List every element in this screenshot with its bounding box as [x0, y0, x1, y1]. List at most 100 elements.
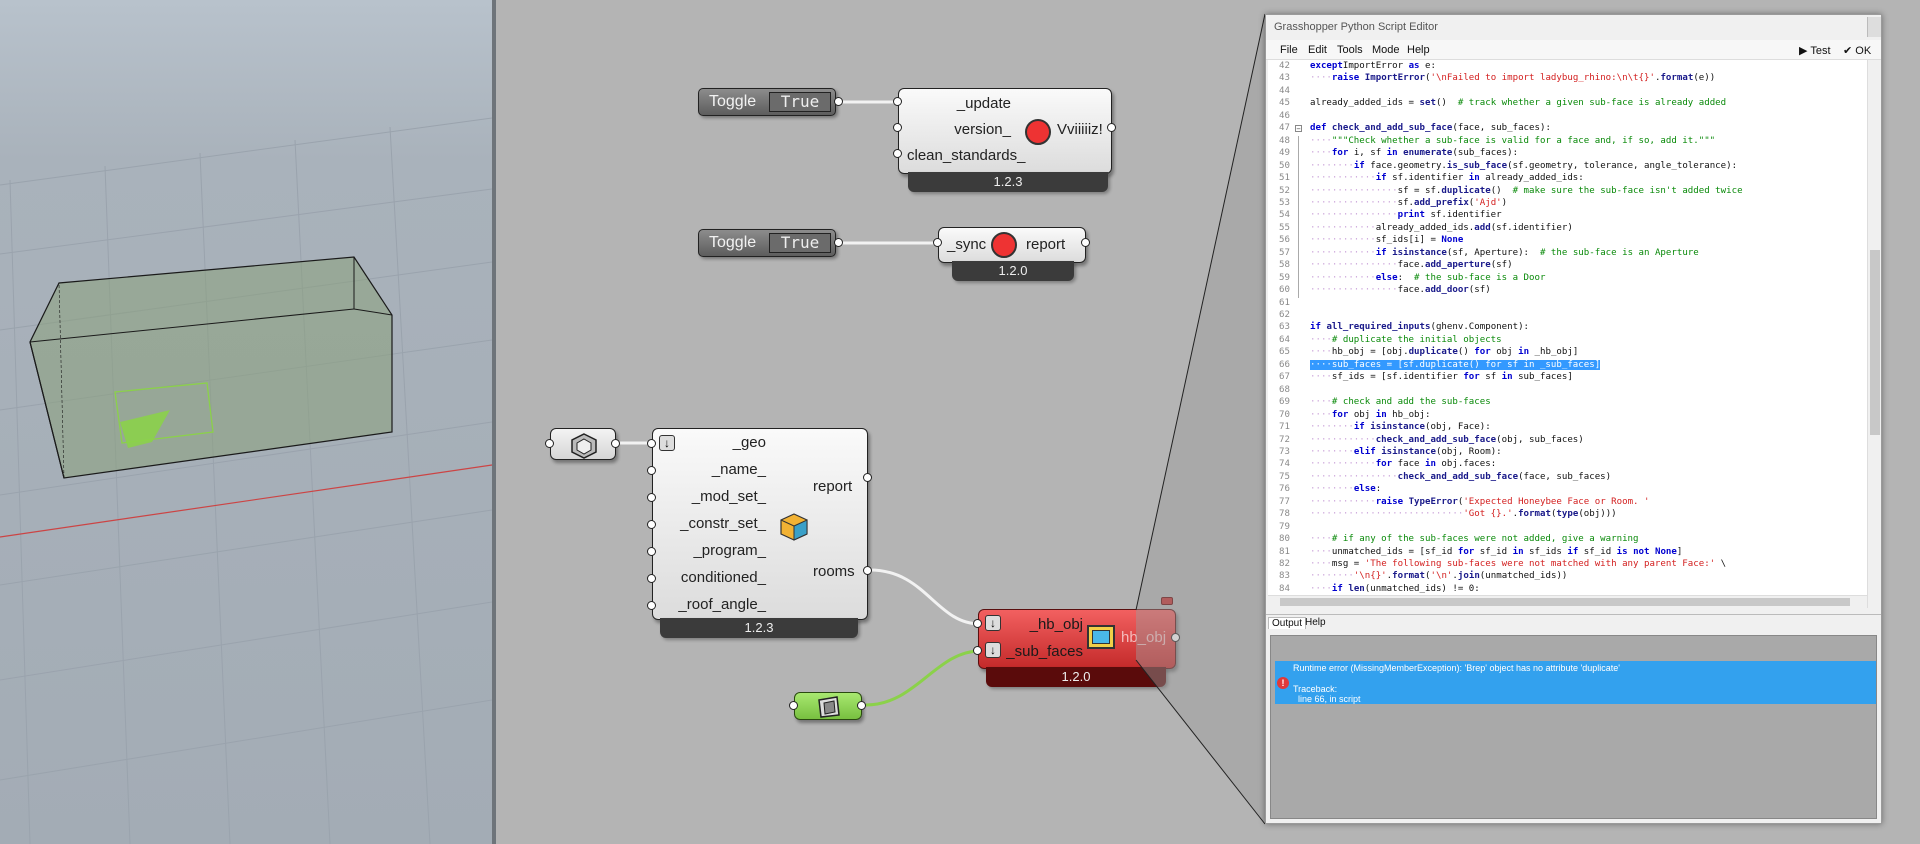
grip-roof-angle[interactable] — [647, 601, 656, 610]
code-line[interactable]: ················sf = sf.duplicate() # ma… — [1310, 186, 1743, 196]
code-line[interactable]: ····msg = 'The following sub-faces were … — [1310, 559, 1726, 569]
add-subface-component[interactable]: ↓ ↓ _hb_obj _sub_faces hb_obj — [978, 597, 1176, 669]
grip-mod-set[interactable] — [647, 493, 656, 502]
toggle-value[interactable]: True — [769, 92, 831, 112]
room-from-solid-component[interactable]: ↓ _geo _name_ _mod_set_ _constr_set_ _pr… — [652, 428, 868, 620]
grip-output[interactable] — [1107, 123, 1116, 132]
code-line[interactable]: ····hb_obj = [obj.duplicate() for obj in… — [1310, 347, 1578, 357]
code-line[interactable]: def check_and_add_sub_face(face, sub_fac… — [1310, 123, 1551, 133]
code-line[interactable]: ····"""Check whether a sub-face is valid… — [1310, 136, 1715, 146]
tab-output[interactable]: Output — [1268, 617, 1307, 629]
python-script-editor[interactable]: Grasshopper Python Script Editor File Ed… — [1265, 14, 1882, 824]
boolean-toggle-sync[interactable]: Toggle True — [698, 229, 836, 257]
code-line[interactable]: ················face.add_door(sf) — [1310, 285, 1491, 295]
grip-hb-obj[interactable] — [973, 619, 982, 628]
toggle-output-grip[interactable] — [834, 238, 843, 247]
code-line[interactable]: ····sf_ids = [sf.identifier for sf in su… — [1310, 372, 1573, 382]
menu-edit[interactable]: Edit — [1308, 44, 1327, 56]
grip-clean-standards[interactable] — [893, 149, 902, 158]
code-line[interactable]: ············if sf.identifier in already_… — [1310, 173, 1584, 183]
grip-program[interactable] — [647, 547, 656, 556]
code-line[interactable]: ········if face.geometry.is_sub_face(sf.… — [1310, 161, 1737, 171]
grip-rooms[interactable] — [863, 566, 872, 575]
menu-mode[interactable]: Mode — [1372, 44, 1400, 56]
grip-geo[interactable] — [647, 439, 656, 448]
grip-constr-set[interactable] — [647, 520, 656, 529]
brep-param[interactable] — [550, 428, 616, 460]
grip-sync[interactable] — [933, 238, 942, 247]
code-line[interactable]: if all_required_inputs(ghenv.Component): — [1310, 322, 1529, 332]
code-line[interactable]: ················sf.add_prefix('Ajd') — [1310, 198, 1507, 208]
grip-update[interactable] — [893, 97, 902, 106]
sub-face-aperture[interactable] — [120, 410, 170, 448]
brep-input-grip[interactable] — [545, 439, 554, 448]
sub-face-outline[interactable] — [114, 382, 214, 444]
code-line[interactable]: ············raise TypeError('Expected Ho… — [1310, 497, 1649, 507]
code-line[interactable]: ····# duplicate the initial objects — [1310, 335, 1502, 345]
tab-help[interactable]: Help — [1305, 617, 1326, 628]
grip-conditioned[interactable] — [647, 574, 656, 583]
room-cube-icon — [780, 513, 808, 541]
code-line[interactable]: ················print sf.identifier — [1310, 210, 1502, 220]
code-line[interactable]: ············sf_ids[i] = None — [1310, 235, 1463, 245]
fold-marker-icon[interactable]: − — [1295, 125, 1302, 134]
grip-sub-faces[interactable] — [973, 646, 982, 655]
code-line[interactable]: ····for i, sf in enumerate(sub_faces): — [1310, 148, 1518, 158]
test-button[interactable]: ▶ Test — [1799, 44, 1831, 57]
code-line[interactable]: ············check_and_add_sub_face(obj, … — [1310, 435, 1584, 445]
code-line[interactable]: ············else: # the sub-face is a Do… — [1310, 273, 1545, 283]
rhino-viewport[interactable] — [0, 0, 492, 844]
boolean-toggle-update[interactable]: Toggle True — [698, 88, 836, 116]
code-line[interactable]: ············for face in obj.faces: — [1310, 459, 1496, 469]
code-token: sf. — [1397, 197, 1415, 208]
brep-output-grip[interactable] — [611, 439, 620, 448]
menu-help[interactable]: Help — [1407, 44, 1430, 56]
code-line[interactable]: ····sub_faces = [sf.duplicate() for sf i… — [1310, 359, 1601, 370]
error-flag-icon[interactable] — [1161, 597, 1173, 605]
menu-file[interactable]: File — [1280, 44, 1298, 56]
subface-input-grip[interactable] — [789, 701, 798, 710]
code-line[interactable]: ····for obj in hb_obj: — [1310, 410, 1430, 420]
code-token: in — [1425, 459, 1436, 470]
toggle-output-grip[interactable] — [834, 97, 843, 106]
grip-output[interactable] — [1171, 633, 1180, 642]
code-line[interactable]: ····# check and add the sub-faces — [1310, 397, 1491, 407]
ok-button[interactable]: ✔ OK — [1843, 44, 1871, 57]
horizontal-scrollbar[interactable] — [1268, 595, 1867, 608]
scroll-thumb[interactable] — [1870, 250, 1880, 435]
code-line[interactable]: ············if isinstance(sf, Aperture):… — [1310, 248, 1699, 258]
code-line[interactable]: ········if isinstance(obj, Face): — [1310, 422, 1491, 432]
menu-tools[interactable]: Tools — [1337, 44, 1363, 56]
code-token: in — [1375, 409, 1387, 420]
grip-name[interactable] — [647, 466, 656, 475]
toggle-value[interactable]: True — [769, 233, 831, 253]
code-line[interactable]: ················check_and_add_sub_face(f… — [1310, 472, 1611, 482]
subface-output-grip[interactable] — [857, 701, 866, 710]
code-line[interactable]: ····raise ImportError('\nFailed to impor… — [1310, 73, 1715, 83]
list-access-icon: ↓ — [985, 615, 1001, 631]
viewport-splitter[interactable] — [492, 0, 496, 844]
code-line[interactable]: ····unmatched_ids = [sf_id for sf_id in … — [1310, 547, 1682, 557]
code-line[interactable]: ····# if any of the sub-faces were not a… — [1310, 534, 1639, 544]
code-token: sf_ids[i] = — [1375, 235, 1442, 246]
code-line[interactable]: ········elif isinstance(obj, Room): — [1310, 447, 1502, 457]
code-line[interactable]: ········else: — [1310, 484, 1381, 494]
error-message[interactable]: ! Runtime error (MissingMemberException)… — [1275, 661, 1876, 704]
code-line[interactable]: already_added_ids = set() # track whethe… — [1310, 98, 1726, 108]
code-line[interactable]: ················face.add_aperture(sf) — [1310, 260, 1513, 270]
code-line[interactable]: ········'\n{}'.format('\n'.join(unmatche… — [1310, 571, 1567, 581]
code-line[interactable]: ····if len(unmatched_ids) != 0: — [1310, 584, 1480, 594]
code-token: len — [1348, 583, 1365, 594]
grip-report[interactable] — [863, 473, 872, 482]
code-line[interactable]: ············already_added_ids.add(sf.ide… — [1310, 223, 1573, 233]
output-pane[interactable]: ! Runtime error (MissingMemberException)… — [1270, 635, 1877, 819]
grip-version[interactable] — [893, 123, 902, 132]
vertical-scrollbar[interactable] — [1867, 60, 1881, 608]
install-component[interactable]: _update version_ clean_standards_ Vviiii… — [898, 88, 1112, 174]
scroll-thumb[interactable] — [1280, 598, 1850, 606]
close-button[interactable] — [1867, 17, 1881, 37]
grip-report[interactable] — [1081, 238, 1090, 247]
code-line[interactable]: ····························'Got {}.'.fo… — [1310, 509, 1617, 519]
code-line[interactable]: exceptImportError as e: — [1310, 61, 1436, 71]
